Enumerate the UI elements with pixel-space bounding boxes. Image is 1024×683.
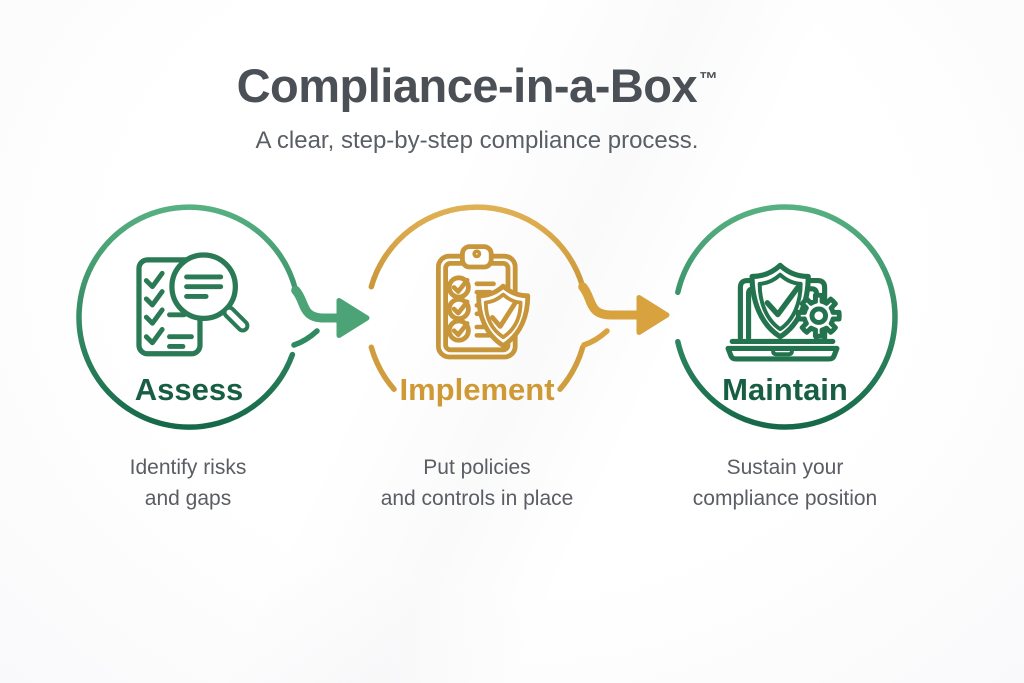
arrowhead — [336, 298, 370, 338]
arrow-implement-to-maintain — [578, 282, 670, 348]
step-label-implement: Implement — [399, 372, 555, 407]
page-title-text: Compliance-in-a-Box — [236, 59, 698, 112]
step-label-assess: Assess — [134, 372, 244, 407]
description-line: and gaps — [144, 487, 232, 510]
step-description-assess: Identify risks and gaps — [130, 452, 247, 514]
checklist-magnifier-icon — [136, 252, 250, 357]
step-circle-maintain — [675, 204, 898, 430]
description-line: Put policies — [423, 456, 531, 479]
description-line: Sustain your — [726, 456, 844, 479]
description-line: Identify risks — [129, 456, 247, 479]
description-line: compliance position — [692, 487, 878, 510]
step-circle-implement — [368, 204, 586, 392]
arrow-assess-to-implement — [291, 285, 370, 338]
step-description-maintain: Sustain your compliance position — [693, 452, 877, 514]
description-line: and controls in place — [380, 487, 574, 510]
step-description-implement: Put policies and controls in place — [381, 452, 574, 514]
laptop-notch — [771, 346, 794, 357]
clipboard-shield-icon — [436, 244, 531, 360]
page-subtitle: A clear, step-by-step compliance process… — [255, 127, 699, 154]
gear-icon — [795, 292, 842, 339]
laptop-shield-gear-icon — [725, 262, 842, 362]
trademark-symbol: ™ — [699, 68, 718, 90]
arrowhead — [636, 295, 670, 335]
circle-end-hook — [291, 328, 320, 348]
step-label-maintain: Maintain — [722, 372, 848, 407]
circle-end-hook — [581, 328, 610, 348]
step-circle-assess — [76, 204, 320, 430]
